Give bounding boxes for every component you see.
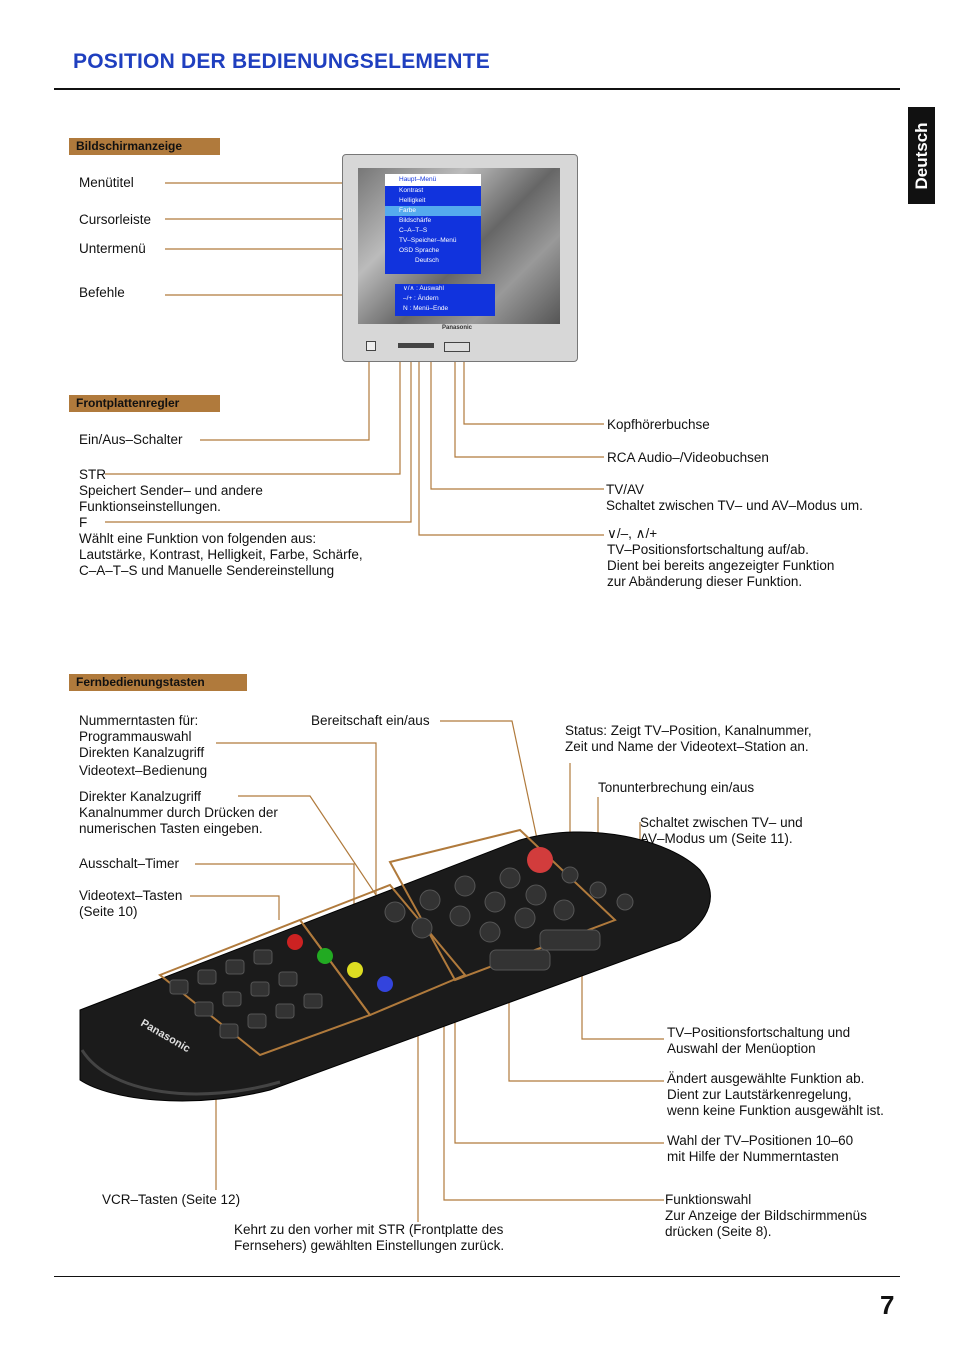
label-pos: TV–Positionsfortschaltung und (667, 1025, 851, 1040)
header-rule (54, 88, 900, 90)
leader-numbers (216, 742, 377, 895)
menu-item: C–A–T–S (399, 227, 428, 234)
tv-command-box: ∨/∧ : Auswahl –/+ : Ändern N : Menü–Ende (395, 284, 495, 316)
label-status: Zeit und Name der Videotext–Station an. (565, 739, 809, 754)
label-numbers: Direkten Kanalzugriff (79, 745, 205, 760)
label-vcr: VCR–Tasten (Seite 12) (102, 1192, 241, 1207)
command-line: N : Menü–Ende (403, 305, 449, 312)
section-heading-remote: Fernbedienungstasten (69, 674, 247, 691)
leader-power (200, 352, 370, 441)
leader-headphone (463, 352, 604, 425)
label-recall: Kehrt zu den vorher mit STR (Frontplatte… (234, 1222, 504, 1237)
label-str-desc: Funktionseinstellungen. (79, 499, 221, 514)
leader-f (105, 352, 412, 523)
command-line: ∨/∧ : Auswahl (403, 285, 444, 292)
leader-tvav (430, 352, 604, 490)
label-status: Status: Zeigt TV–Position, Kanalnummer, (565, 723, 812, 738)
label-cursor: Cursorleiste (79, 212, 152, 227)
leader-select (454, 990, 664, 1144)
command-line: –/+ : Ändern (403, 295, 439, 302)
label-menutitle: Menütitel (79, 175, 134, 190)
menu-item: TV–Speicher–Menü (399, 237, 457, 244)
label-select: Wahl der TV–Positionen 10–60 (667, 1133, 854, 1148)
label-numbers: Videotext–Bedienung (79, 763, 208, 778)
page-title: POSITION DER BEDIENUNGSELEMENTE (73, 50, 490, 73)
label-mute: Tonunterbrechung ein/aus (598, 780, 755, 795)
leader-updown (418, 352, 604, 536)
leader-standby (440, 720, 541, 854)
tv-front-buttons (398, 343, 434, 348)
label-updown-desc: Dient bei bereits angezeigter Funktion (607, 558, 835, 573)
label-numbers: Nummerntasten für: (79, 713, 199, 728)
leader-rca (454, 352, 604, 458)
label-adjust: wenn keine Funktion ausgewählt ist. (667, 1103, 884, 1118)
label-select: mit Hilfe der Nummerntasten (667, 1149, 839, 1164)
label-tvav-remote: Schaltet zwischen TV– und (640, 815, 803, 830)
menu-item: Kontrast (399, 187, 424, 194)
label-adjust: Ändert ausgewählte Funktion ab. (667, 1071, 865, 1086)
label-updown-desc: TV–Positionsfortschaltung auf/ab. (607, 542, 809, 557)
label-recall: Fernsehers) gewählten Einstellungen zurü… (234, 1238, 505, 1253)
language-tab: Deutsch (908, 107, 935, 204)
leader-direct (238, 795, 377, 896)
menu-item: Deutsch (415, 257, 439, 264)
label-teletext: Videotext–Tasten (79, 888, 183, 903)
label-updown-desc: zur Abänderung dieser Funktion. (607, 574, 803, 589)
label-tvav-desc: Schaltet zwischen TV– und AV–Modus um. (606, 498, 863, 513)
label-f-desc: Wählt eine Funktion von folgenden aus: (79, 531, 317, 546)
tv-brand: Panasonic (442, 325, 473, 331)
label-numbers: Programmauswahl (79, 729, 192, 744)
page-number: 7 (880, 1290, 895, 1320)
label-f-desc: C–A–T–S und Manuelle Sendereinstellung (79, 563, 335, 578)
menu-item-selected: Farbe (385, 206, 481, 216)
tv-onscreen-menu: Haupt–Menü Kontrast Helligkeit Farbe Bil… (385, 174, 481, 274)
label-func: Funktionswahl (665, 1192, 752, 1207)
standby-button (527, 847, 553, 873)
label-tvav-remote: AV–Modus um (Seite 11). (640, 831, 793, 846)
label-commands: Befehle (79, 285, 125, 300)
label-f-desc: Lautstärke, Kontrast, Helligkeit, Farbe,… (79, 547, 363, 562)
remote-control-illustration: Panasonic (79, 828, 711, 1102)
label-str-desc: Speichert Sender– und andere (79, 483, 263, 498)
menu-item: OSD Sprache (399, 247, 440, 254)
label-direct: numerischen Tasten eingeben. (79, 821, 263, 836)
label-teletext: (Seite 10) (79, 904, 138, 919)
menu-item: Bildschärfe (399, 217, 432, 224)
label-updown-title: ∨/–, ∧/+ (607, 526, 658, 541)
label-power-switch: Ein/Aus–Schalter (79, 432, 183, 447)
label-func: drücken (Seite 8). (665, 1224, 772, 1239)
label-pos: Auswahl der Menüoption (667, 1041, 816, 1056)
label-direct: Direkter Kanalzugriff (79, 789, 202, 804)
label-str-title: STR (79, 467, 106, 482)
label-submenu: Untermenü (79, 241, 146, 256)
leader-str (105, 352, 401, 475)
menu-item: Helligkeit (399, 197, 426, 204)
leader-teletext (190, 895, 280, 920)
footer-rule (54, 1276, 900, 1277)
label-func: Zur Anzeige der Bildschirmmenüs (665, 1208, 867, 1223)
label-rca: RCA Audio–/Videobuchsen (607, 450, 769, 465)
label-adjust: Dient zur Lautstärkenregelung, (667, 1087, 852, 1102)
section-heading-front: Frontplattenregler (69, 395, 220, 412)
tv-jacks (444, 342, 470, 352)
label-direct: Kanalnummer durch Drücken der (79, 805, 278, 820)
section-heading-screen: Bildschirmanzeige (69, 138, 220, 155)
label-f-title: F (79, 515, 88, 530)
label-timer: Ausschalt–Timer (79, 856, 180, 871)
label-tvav-title: TV/AV (606, 482, 645, 497)
label-headphone: Kopfhörerbuchse (607, 417, 710, 432)
menu-title: Haupt–Menü (385, 174, 481, 186)
leader-func (443, 990, 664, 1201)
leader-timer (195, 863, 355, 910)
label-standby: Bereitschaft ein/aus (311, 713, 430, 728)
tv-power-button (366, 341, 376, 351)
